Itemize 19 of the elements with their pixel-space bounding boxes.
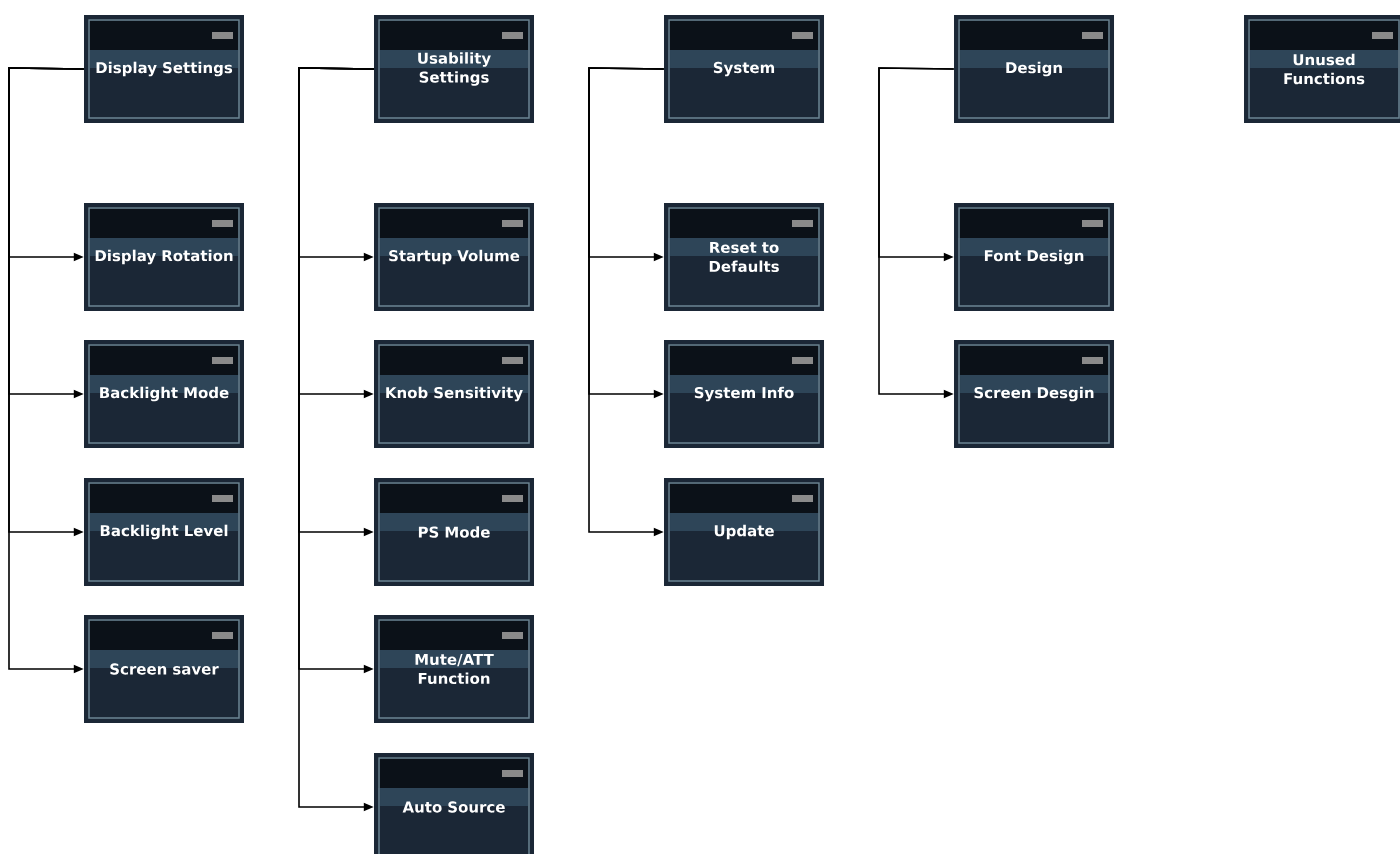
menu-button: Auto Source (374, 753, 534, 854)
menu-button: Screen saver (84, 615, 244, 723)
menu-button: Design (954, 15, 1114, 123)
menu-button: Mute/ATT Function (374, 615, 534, 723)
menu-button: Backlight Mode (84, 340, 244, 448)
menu-button: Backlight Level (84, 478, 244, 586)
menu-button: System Info (664, 340, 824, 448)
menu-button: Usability Settings (374, 15, 534, 123)
menu-button: Startup Volume (374, 203, 534, 311)
menu-button: Reset to Defaults (664, 203, 824, 311)
menu-button: Unused Functions (1244, 15, 1400, 123)
menu-button: PS Mode (374, 478, 534, 586)
menu-button: Font Design (954, 203, 1114, 311)
menu-button: System (664, 15, 824, 123)
menu-button: Screen Desgin (954, 340, 1114, 448)
menu-button: Knob Sensitivity (374, 340, 534, 448)
menu-button: Update (664, 478, 824, 586)
menu-button: Display Rotation (84, 203, 244, 311)
menu-button: Display Settings (84, 15, 244, 123)
